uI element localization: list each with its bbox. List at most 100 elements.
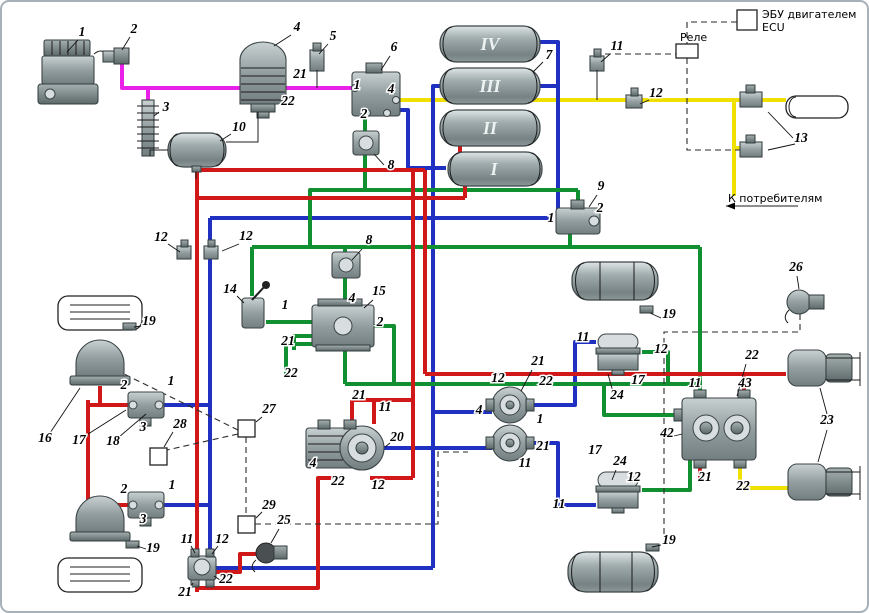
ref-label-19: 19 (146, 540, 160, 555)
tank-numeral-I: I (489, 159, 498, 179)
safety-valve (309, 42, 325, 88)
ref-label-2: 2 (120, 377, 128, 392)
ref-label-12: 12 (627, 469, 641, 484)
ref-label-7: 7 (546, 47, 554, 62)
ref-label-17: 17 (631, 372, 646, 387)
ref-label-11: 11 (379, 399, 392, 414)
ref-label-22: 22 (735, 478, 750, 493)
ref-label-26: 26 (788, 259, 803, 274)
ref-label-24: 24 (612, 453, 627, 468)
air-dryer (239, 41, 287, 119)
leader-line (363, 299, 374, 309)
leader-line (532, 61, 544, 73)
front-left-bracket-plate-bottom (57, 540, 143, 593)
leader-line (84, 409, 127, 437)
consumers-label: К потребителям (728, 192, 822, 205)
leader-line (651, 544, 662, 548)
rear-tank-bottom (567, 543, 660, 593)
leader-line (136, 545, 147, 550)
ref-label-19: 19 (662, 306, 676, 321)
ref-label-4: 4 (475, 402, 483, 417)
tank-numeral-II: II (482, 118, 498, 138)
ref-label-1: 1 (282, 297, 289, 312)
ref-label-17: 17 (72, 432, 87, 447)
leader-line (384, 442, 391, 448)
ref-label-3: 3 (162, 99, 170, 114)
relay-box (675, 43, 699, 59)
ref-label-1: 1 (79, 24, 86, 39)
ref-label-21: 21 (530, 353, 545, 368)
ref-label-4: 4 (348, 290, 356, 305)
tank-numeral-III: III (478, 76, 501, 96)
leader-line (351, 248, 363, 261)
electrical-wiring (119, 21, 801, 540)
leader-line (66, 39, 79, 53)
leader-line (767, 111, 794, 139)
tank-numeral-IV: IV (479, 34, 501, 54)
ref-label-14: 14 (223, 281, 237, 296)
leader-line (380, 55, 391, 71)
consumers-arrow (726, 202, 798, 210)
ref-label-22: 22 (744, 347, 759, 362)
ecu-label-line2: ECU (762, 21, 785, 34)
ref-label-21: 21 (535, 438, 550, 453)
ref-label-10: 10 (232, 119, 246, 134)
front-left-valve-bottom (127, 491, 165, 527)
ref-label-12: 12 (491, 370, 505, 385)
ref-label-12: 12 (239, 228, 253, 243)
compressor (37, 39, 108, 105)
rear-right-brake-chamber-bottom (787, 463, 861, 501)
leader-line (796, 275, 800, 290)
leader-line (600, 53, 611, 63)
leader-line (736, 363, 747, 397)
valve-8-upper (352, 130, 380, 156)
pressure-sensor-12-left-b (203, 239, 219, 260)
trailer-control-valve-15 (311, 298, 375, 352)
ref-label-4: 4 (387, 81, 395, 96)
extra-leaders (767, 143, 828, 463)
ref-label-2: 2 (130, 21, 138, 36)
relay-label: Реле (680, 31, 707, 44)
ref-label-12: 12 (154, 229, 168, 244)
spring-brake-chamber-24-top (595, 333, 641, 376)
ref-label-4: 4 (309, 455, 317, 470)
ref-label-20: 20 (389, 429, 404, 444)
ecu-label-line1: ЭБУ двигателем (762, 8, 856, 21)
pipes-green (250, 116, 702, 492)
leader-line (190, 545, 196, 554)
ref-label-2: 2 (376, 314, 384, 329)
ref-label-2: 2 (596, 200, 604, 215)
leader-line (213, 575, 221, 581)
leader-line (255, 416, 263, 423)
leader-line (121, 36, 131, 51)
ref-label-16: 16 (38, 430, 52, 445)
ref-label-11: 11 (181, 531, 194, 546)
ref-label-17: 17 (588, 442, 603, 457)
pressure-sensor-12-right (625, 87, 643, 109)
condensation-tank (149, 112, 259, 179)
ref-label-21: 21 (351, 387, 366, 402)
abs-modulator-bottom (485, 424, 535, 462)
four-circuit-protection-valve (351, 62, 401, 117)
leader-line (255, 511, 263, 519)
leader-line (270, 528, 280, 544)
ref-label-22: 22 (330, 473, 345, 488)
consumer-cylinder (785, 95, 849, 119)
ref-label-24: 24 (609, 387, 624, 402)
ref-label-1: 1 (548, 210, 555, 225)
rear-brake-valve-22 (673, 389, 757, 469)
electrical-box-27 (237, 419, 256, 438)
ref-label-4: 4 (293, 19, 301, 34)
rear-tank-top (571, 261, 659, 314)
leader-line (673, 433, 683, 437)
leader-line (236, 295, 245, 304)
front-left-brake-chamber-bottom (69, 495, 131, 542)
ref-label-12: 12 (371, 477, 385, 492)
ref-label-12: 12 (654, 341, 668, 356)
ref-label-23: 23 (819, 412, 834, 427)
ref-label-11: 11 (577, 329, 590, 344)
single-protection-valve-9 (555, 199, 601, 235)
ref-label-22: 22 (218, 571, 233, 586)
